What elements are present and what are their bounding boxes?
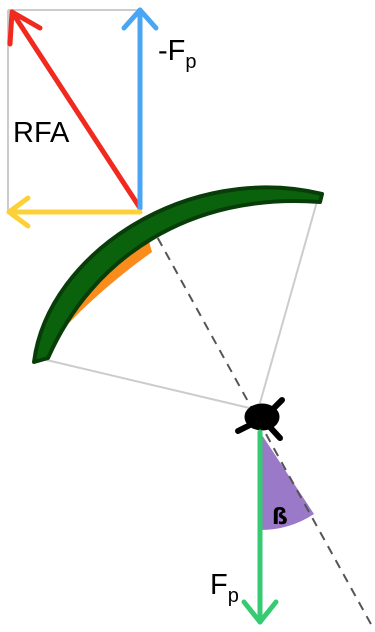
vertical-force-arrow-head (121, 7, 159, 31)
suspension-lines (37, 197, 319, 411)
horizontal-force-arrow (6, 195, 143, 229)
wing (32, 185, 324, 364)
label-fp: Fp (210, 569, 239, 607)
label-negative-fp-subscript: p (185, 51, 196, 73)
wing-underside (44, 238, 152, 352)
label-angle-beta: ß (272, 505, 288, 530)
pilot-arm-left (235, 422, 253, 434)
resultant-arrow-head (7, 9, 43, 47)
resultant-arrow-shaft (9, 9, 143, 211)
weight-force-arrow (241, 429, 279, 625)
weight-force-arrow-head (241, 599, 279, 625)
suspension-line-left (37, 357, 259, 411)
pilot-arm-right (271, 397, 285, 411)
label-negative-fp: -Fp (158, 35, 197, 73)
vertical-force-arrow (121, 7, 159, 211)
label-fp-subscript: p (228, 585, 239, 607)
resultant-arrow (7, 9, 143, 211)
force-arrows (6, 7, 279, 625)
label-negative-fp-main: -F (158, 35, 185, 67)
suspension-line-right (257, 197, 319, 411)
angle-beta-sector (260, 432, 314, 531)
pilot-icon (235, 397, 285, 441)
label-fp-main: F (210, 569, 228, 601)
label-rfa: RFA (13, 117, 70, 149)
pilot-leg (265, 422, 283, 441)
horizontal-force-arrow-head (6, 195, 31, 229)
